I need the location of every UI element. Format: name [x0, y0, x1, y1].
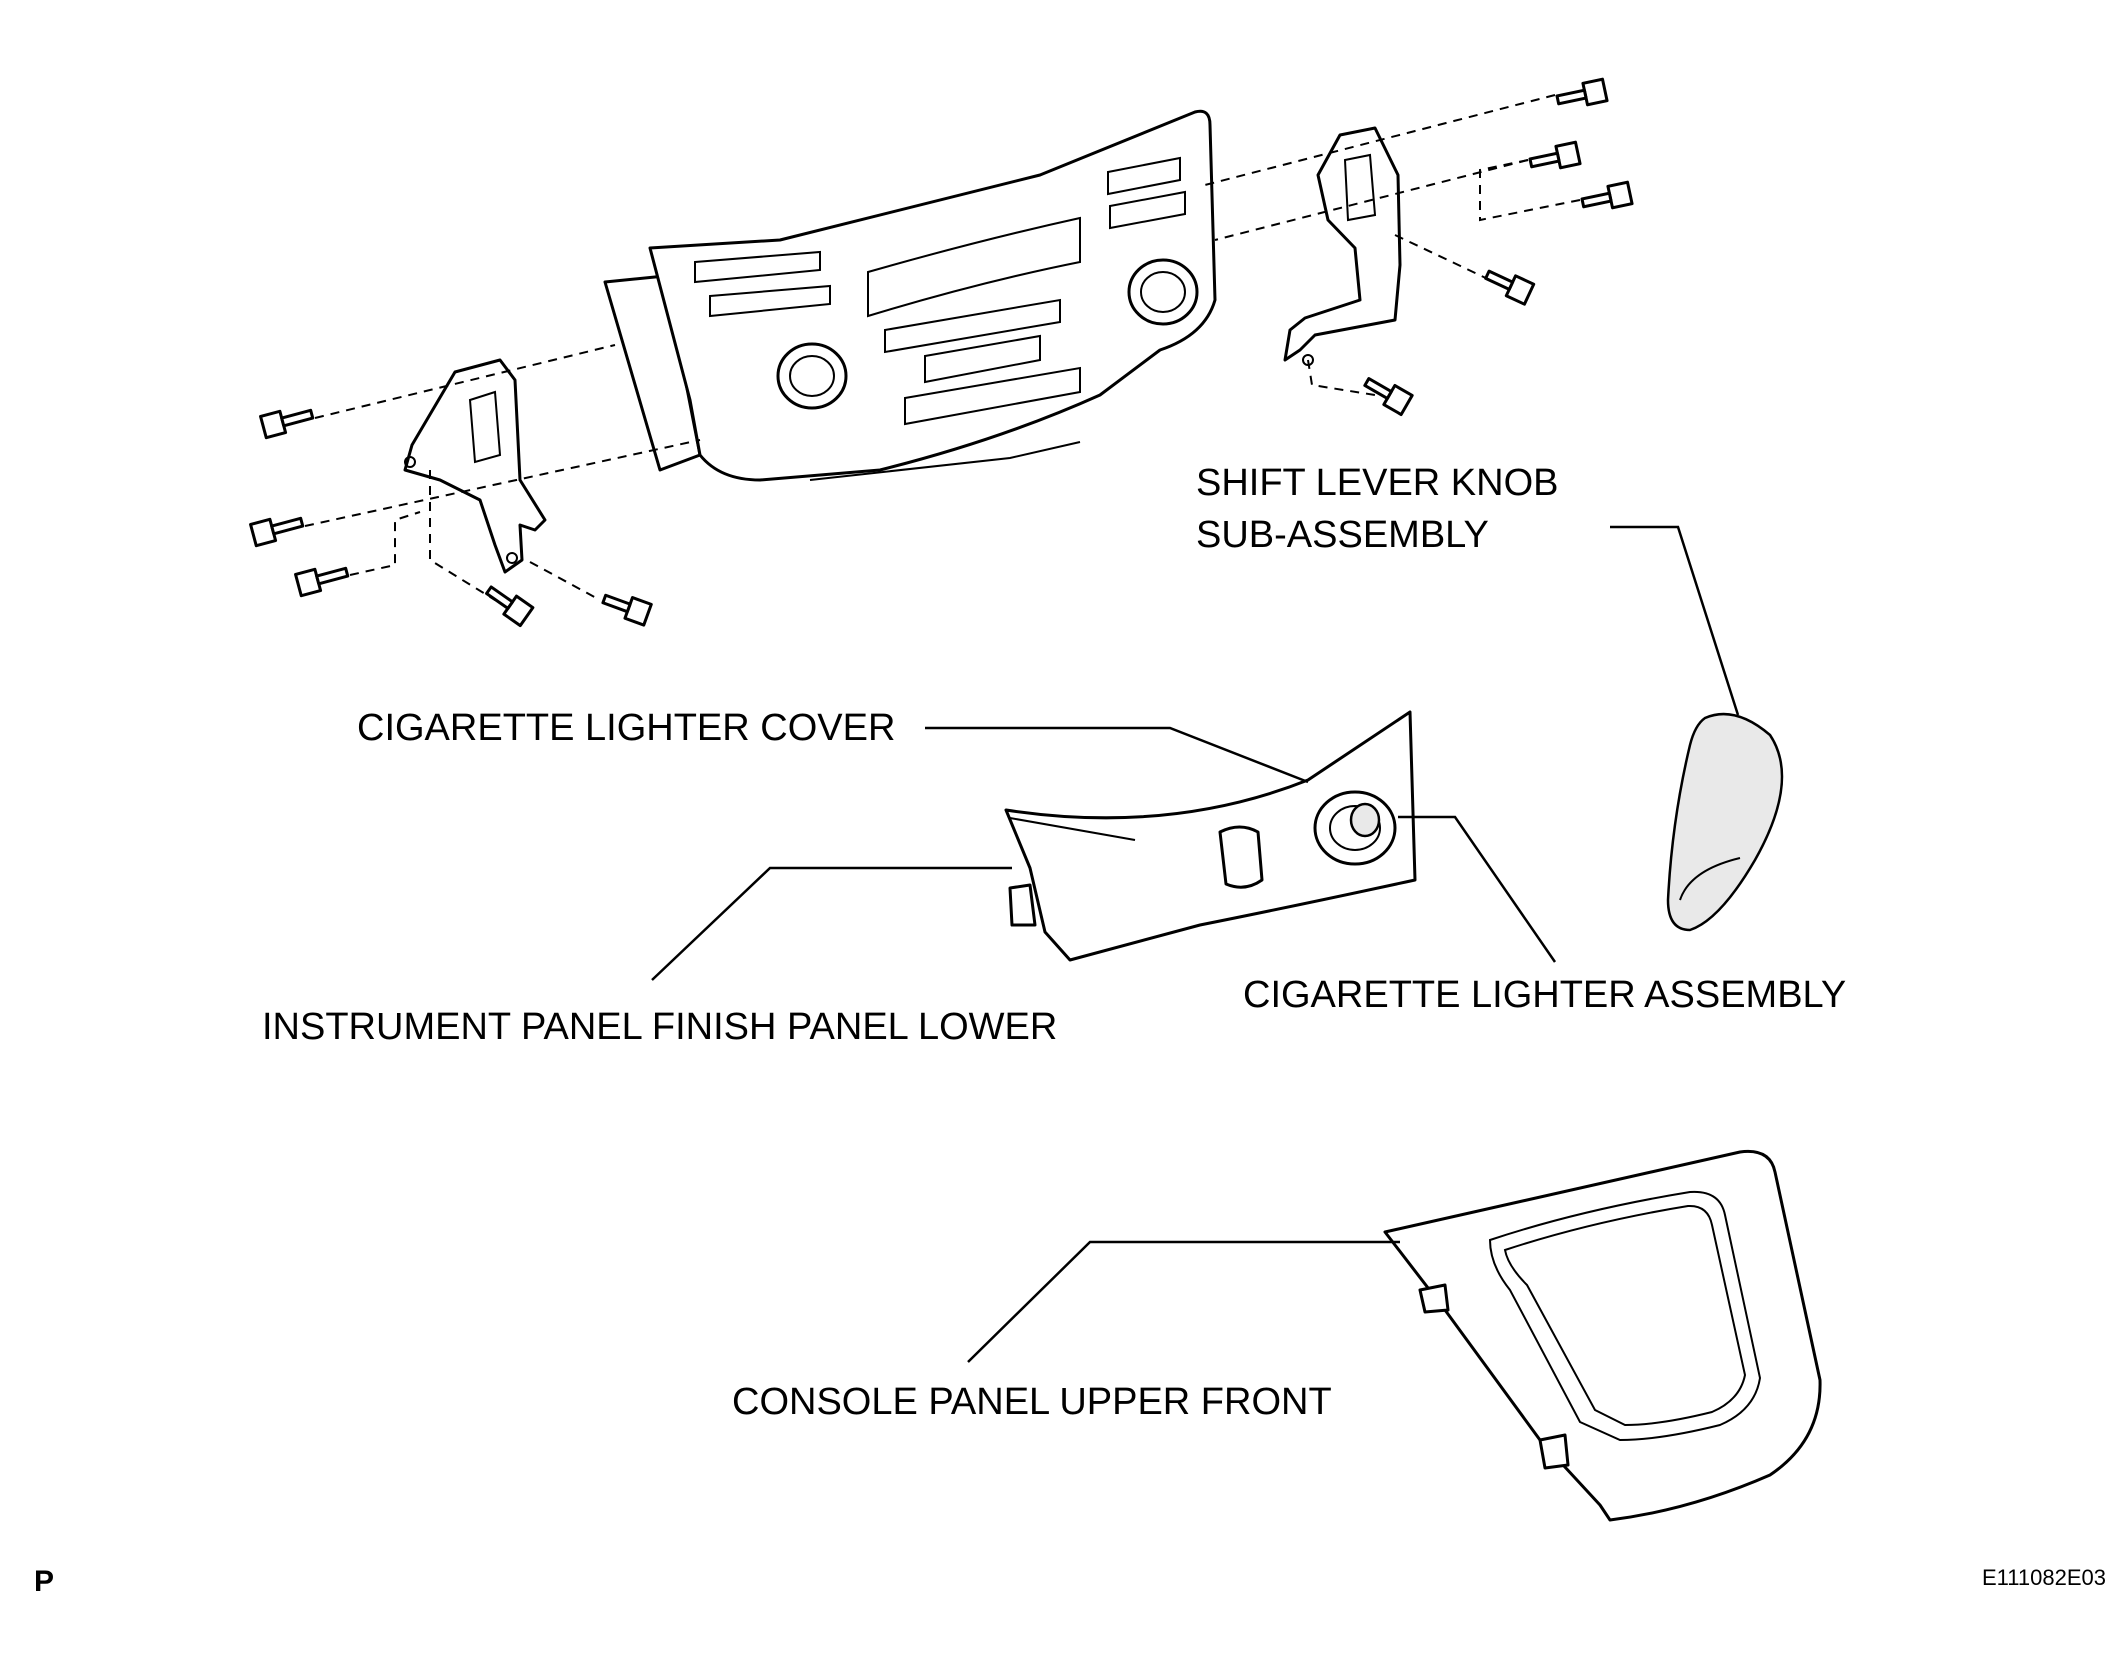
shift-lever-knob-drawing — [1666, 712, 1784, 932]
bolt-icons — [249, 77, 1634, 628]
instrument-panel-finish-panel-lower-drawing — [1004, 710, 1417, 962]
installation-guide-lines — [304, 94, 1581, 601]
right-mounting-bracket — [1283, 126, 1402, 366]
label-cigarette-lighter-cover: CIGARETTE LIGHTER COVER — [357, 707, 896, 749]
label-console-panel-upper-front: CONSOLE PANEL UPPER FRONT — [732, 1381, 1332, 1423]
leader-lines — [651, 525, 1740, 1363]
label-shift-lever-knob: SHIFT LEVER KNOB SUB-ASSEMBLY — [1196, 457, 1559, 561]
console-panel-upper-front-drawing — [1383, 1149, 1822, 1522]
label-shift-lever-knob-line1: SHIFT LEVER KNOB — [1196, 462, 1559, 504]
label-instrument-panel-finish-panel-lower: INSTRUMENT PANEL FINISH PANEL LOWER — [262, 1006, 1058, 1048]
corner-mark: P — [34, 1565, 55, 1598]
figure-code: E111082E03 — [1982, 1565, 2106, 1590]
left-mounting-bracket — [403, 358, 547, 574]
label-cigarette-lighter-assembly: CIGARETTE LIGHTER ASSEMBLY — [1243, 974, 1847, 1016]
label-shift-lever-knob-line2: SUB-ASSEMBLY — [1196, 514, 1489, 556]
audio-climate-control-panel — [603, 109, 1217, 482]
